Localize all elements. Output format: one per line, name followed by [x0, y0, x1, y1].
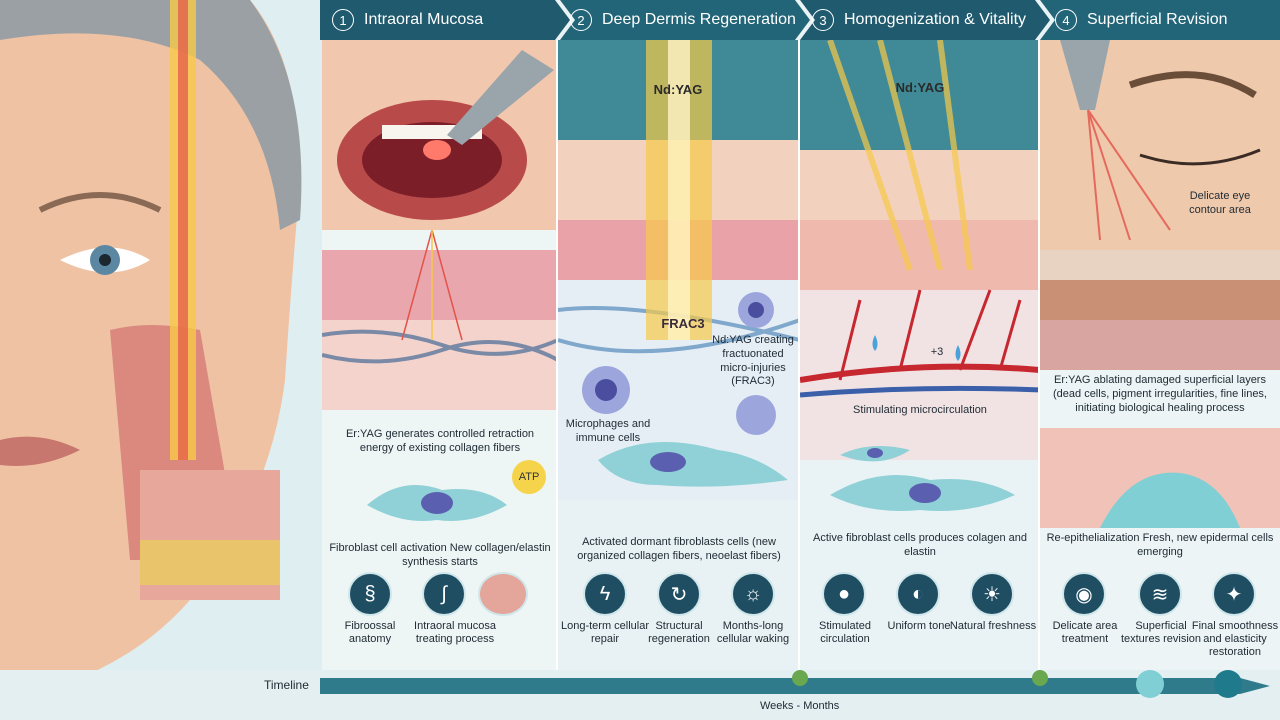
icon-label-structural: Structural regeneration — [648, 620, 710, 646]
face-illustration — [0, 0, 330, 720]
frac3-caption: Nd:YAG creating fractuonated micro-injur… — [712, 334, 794, 388]
panel-intraoral: Er:YAG generates controlled retraction e… — [322, 40, 558, 670]
mouth-illustration — [322, 40, 556, 230]
header-bar — [320, 0, 1280, 40]
plus3-label: +3 — [930, 346, 944, 358]
step-3-header: 3 Homogenization & Vitality — [812, 0, 1026, 40]
panel-homogenization: Nd:YAG +3 Stimulating microcirculation A… — [800, 40, 1040, 670]
panel-deep-dermis: Nd:YAG FRAC3 Nd:YAG creating fractuonate… — [558, 40, 800, 670]
eye-illustration — [1040, 40, 1280, 250]
panel3-fibroblast-caption: Active fibroblast cells produces colagen… — [812, 532, 1027, 558]
step-1-header: 1 Intraoral Mucosa — [332, 0, 483, 40]
icon-label-delicate: Delicate area treatment — [1052, 620, 1118, 646]
tissue-icon — [478, 572, 528, 616]
timeline-label: Timeline — [264, 678, 309, 692]
panel1-laser-caption: Er:YAG generates controlled retraction e… — [345, 428, 535, 454]
icon-label-longterm: Long-term cellular repair — [560, 620, 650, 646]
panel-superficial: Delicate eye contour area Er:YAG ablatin… — [1040, 40, 1280, 670]
eye-caption: Delicate eye contour area — [1189, 190, 1251, 216]
macrophage-caption: Microphages and immune cells — [565, 418, 651, 444]
microcirculation-caption: Stimulating microcirculation — [853, 404, 987, 416]
panel2-fibroblast-caption: Activated dormant fibroblasts cells (new… — [577, 536, 781, 562]
icon-label-tone: Uniform tone — [887, 620, 951, 632]
step-3-number: 3 — [812, 9, 834, 31]
fibroblast-cell — [367, 485, 507, 521]
step-2-title: Deep Dermis Regeneration — [602, 11, 796, 28]
microcirculation-illustration — [800, 40, 1038, 460]
step-4-header: 4 Superficial Revision — [1055, 0, 1228, 40]
atp-badge: ATP — [512, 460, 546, 494]
panel1-fibroblast-caption: Fibroblast cell activation New collagen/… — [329, 542, 551, 568]
icon-label-fibroossal: Fibroossal anatomy — [344, 620, 396, 646]
sparkle-icon: ✦ — [1212, 572, 1256, 616]
dna-icon: § — [348, 572, 392, 616]
icon-label-textures: Superficial textures revision — [1120, 620, 1202, 646]
step-4-title: Superficial Revision — [1087, 11, 1228, 28]
cycle-icon: ↻ — [657, 572, 701, 616]
sun-icon: ☀ — [970, 572, 1014, 616]
icon-label-freshness: Natural freshness — [949, 620, 1037, 632]
lightning-icon: ϟ — [583, 572, 627, 616]
dna-arrow-icon: ∫ — [422, 572, 466, 616]
eye-icon: ◉ — [1062, 572, 1106, 616]
ndyag-label-panel3: Nd:YAG — [895, 80, 945, 95]
step-4-number: 4 — [1055, 9, 1077, 31]
icon-label-circulation: Stimulated circulation — [819, 620, 871, 646]
drop-icon: ● — [822, 572, 866, 616]
step-2-header: 2 Deep Dermis Regeneration — [570, 0, 796, 40]
step-1-number: 1 — [332, 9, 354, 31]
reepithelialization-caption: Re-epithelialization Fresh, new epiderma… — [1046, 532, 1274, 558]
timeline-bar — [0, 670, 1280, 720]
bulb-icon: ☼ — [731, 572, 775, 616]
icon-label-months: Months-long cellular waking — [716, 620, 790, 646]
step-2-number: 2 — [570, 9, 592, 31]
step-3-title: Homogenization & Vitality — [844, 11, 1027, 28]
ablation-caption: Er:YAG ablating damaged superficial laye… — [1053, 374, 1267, 414]
icon-label-smoothness: Final smoothness and elasticity restorat… — [1191, 620, 1279, 659]
dermis-illustration — [558, 40, 798, 500]
waves-icon: ≋ — [1138, 572, 1182, 616]
frac3-label: FRAC3 — [661, 316, 705, 331]
half-circle-icon: ◐ — [896, 572, 940, 616]
fibroblast-cells-panel3 — [830, 446, 1015, 511]
step-1-title: Intraoral Mucosa — [364, 11, 484, 28]
icon-label-intraoral: Intraoral mucosa treating process — [414, 620, 496, 646]
tissue-diagram — [322, 230, 556, 410]
timeline-sub-label: Weeks - Months — [760, 700, 840, 712]
ablation-illustration — [1040, 250, 1280, 370]
reepithelialization-illustration — [1040, 428, 1280, 528]
ndyag-label-panel2: Nd:YAG — [653, 82, 703, 97]
